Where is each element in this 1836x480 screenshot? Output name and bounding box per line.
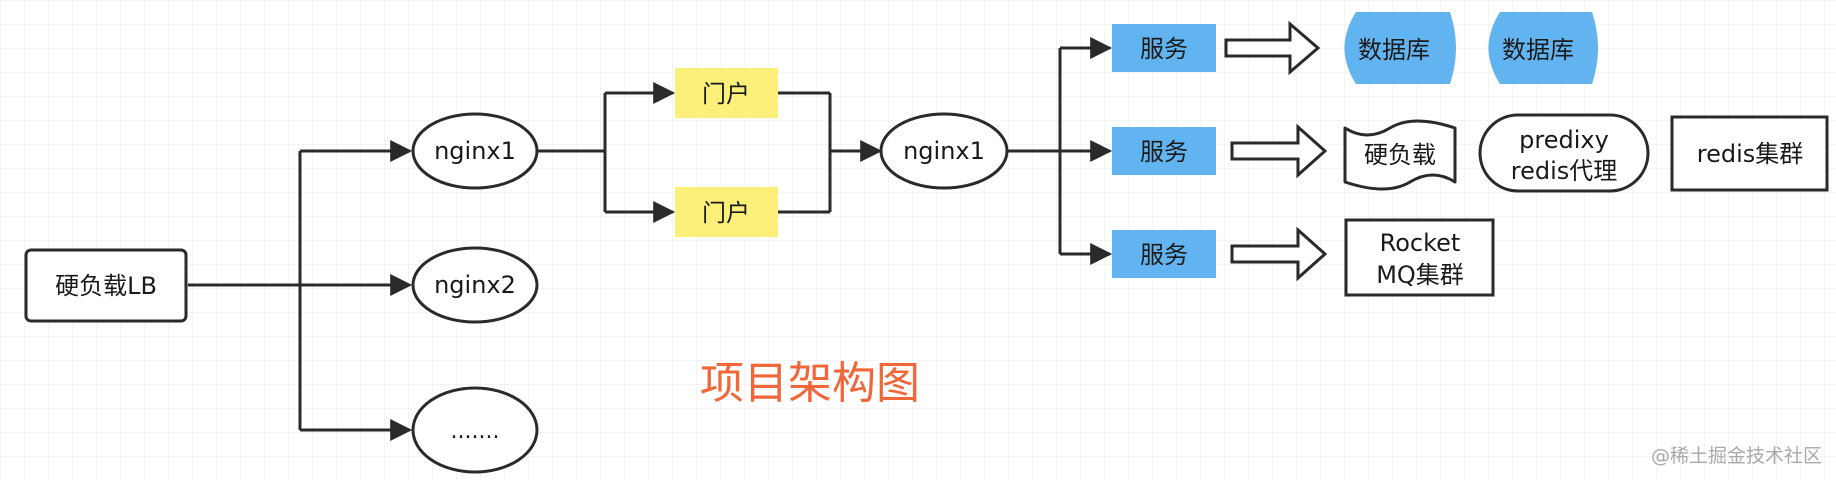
node-database-2: 数据库 (1488, 12, 1598, 84)
portal-1-label: 门户 (702, 80, 750, 108)
nginx2-label: nginx2 (434, 271, 516, 299)
node-portal-1: 门户 (675, 68, 778, 118)
node-service-2: 服务 (1112, 127, 1216, 175)
redis-cluster-label: redis集群 (1697, 140, 1804, 168)
node-hard-load: 硬负载 (1343, 119, 1457, 191)
hard-load-label: 硬负载 (1364, 141, 1436, 169)
node-nginx2: nginx2 (411, 246, 539, 324)
block-arrow-3 (1230, 226, 1328, 282)
block-arrows (1224, 20, 1328, 282)
node-hard-lb: 硬负载LB (24, 248, 188, 323)
predixy-sublabel: redis代理 (1511, 157, 1618, 185)
node-database-1: 数据库 (1344, 12, 1456, 84)
service-3-label: 服务 (1140, 241, 1188, 269)
node-portal-2: 门户 (675, 187, 778, 237)
block-arrow-1 (1224, 20, 1321, 76)
predixy-label: predixy (1519, 126, 1609, 154)
rocketmq-label: Rocket (1380, 229, 1461, 257)
node-service-3: 服务 (1112, 230, 1216, 278)
block-arrow-2 (1230, 123, 1328, 179)
node-nginx1: nginx1 (411, 112, 539, 190)
node-service-1: 服务 (1112, 24, 1216, 72)
nginx-more-label: ....... (451, 419, 500, 444)
rocketmq-sublabel: MQ集群 (1376, 261, 1464, 289)
connectors (188, 37, 1113, 441)
nginx1-label: nginx1 (434, 137, 516, 165)
portal-2-label: 门户 (702, 199, 750, 227)
node-redis-cluster: redis集群 (1670, 115, 1829, 192)
diagram-title: 项目架构图 (700, 358, 920, 409)
node-rocketmq: Rocket MQ集群 (1344, 218, 1495, 297)
database-1-label: 数据库 (1358, 36, 1430, 64)
watermark: @稀土掘金技术社区 (1651, 445, 1822, 467)
nginx-tier2-label: nginx1 (903, 137, 985, 165)
service-2-label: 服务 (1140, 138, 1188, 166)
node-predixy: predixy redis代理 (1478, 113, 1650, 193)
hard-lb-label: 硬负载LB (55, 272, 157, 300)
service-1-label: 服务 (1140, 35, 1188, 63)
node-nginx-tier2: nginx1 (879, 112, 1009, 190)
node-nginx-more: ....... (411, 386, 539, 474)
database-2-label: 数据库 (1502, 36, 1574, 64)
